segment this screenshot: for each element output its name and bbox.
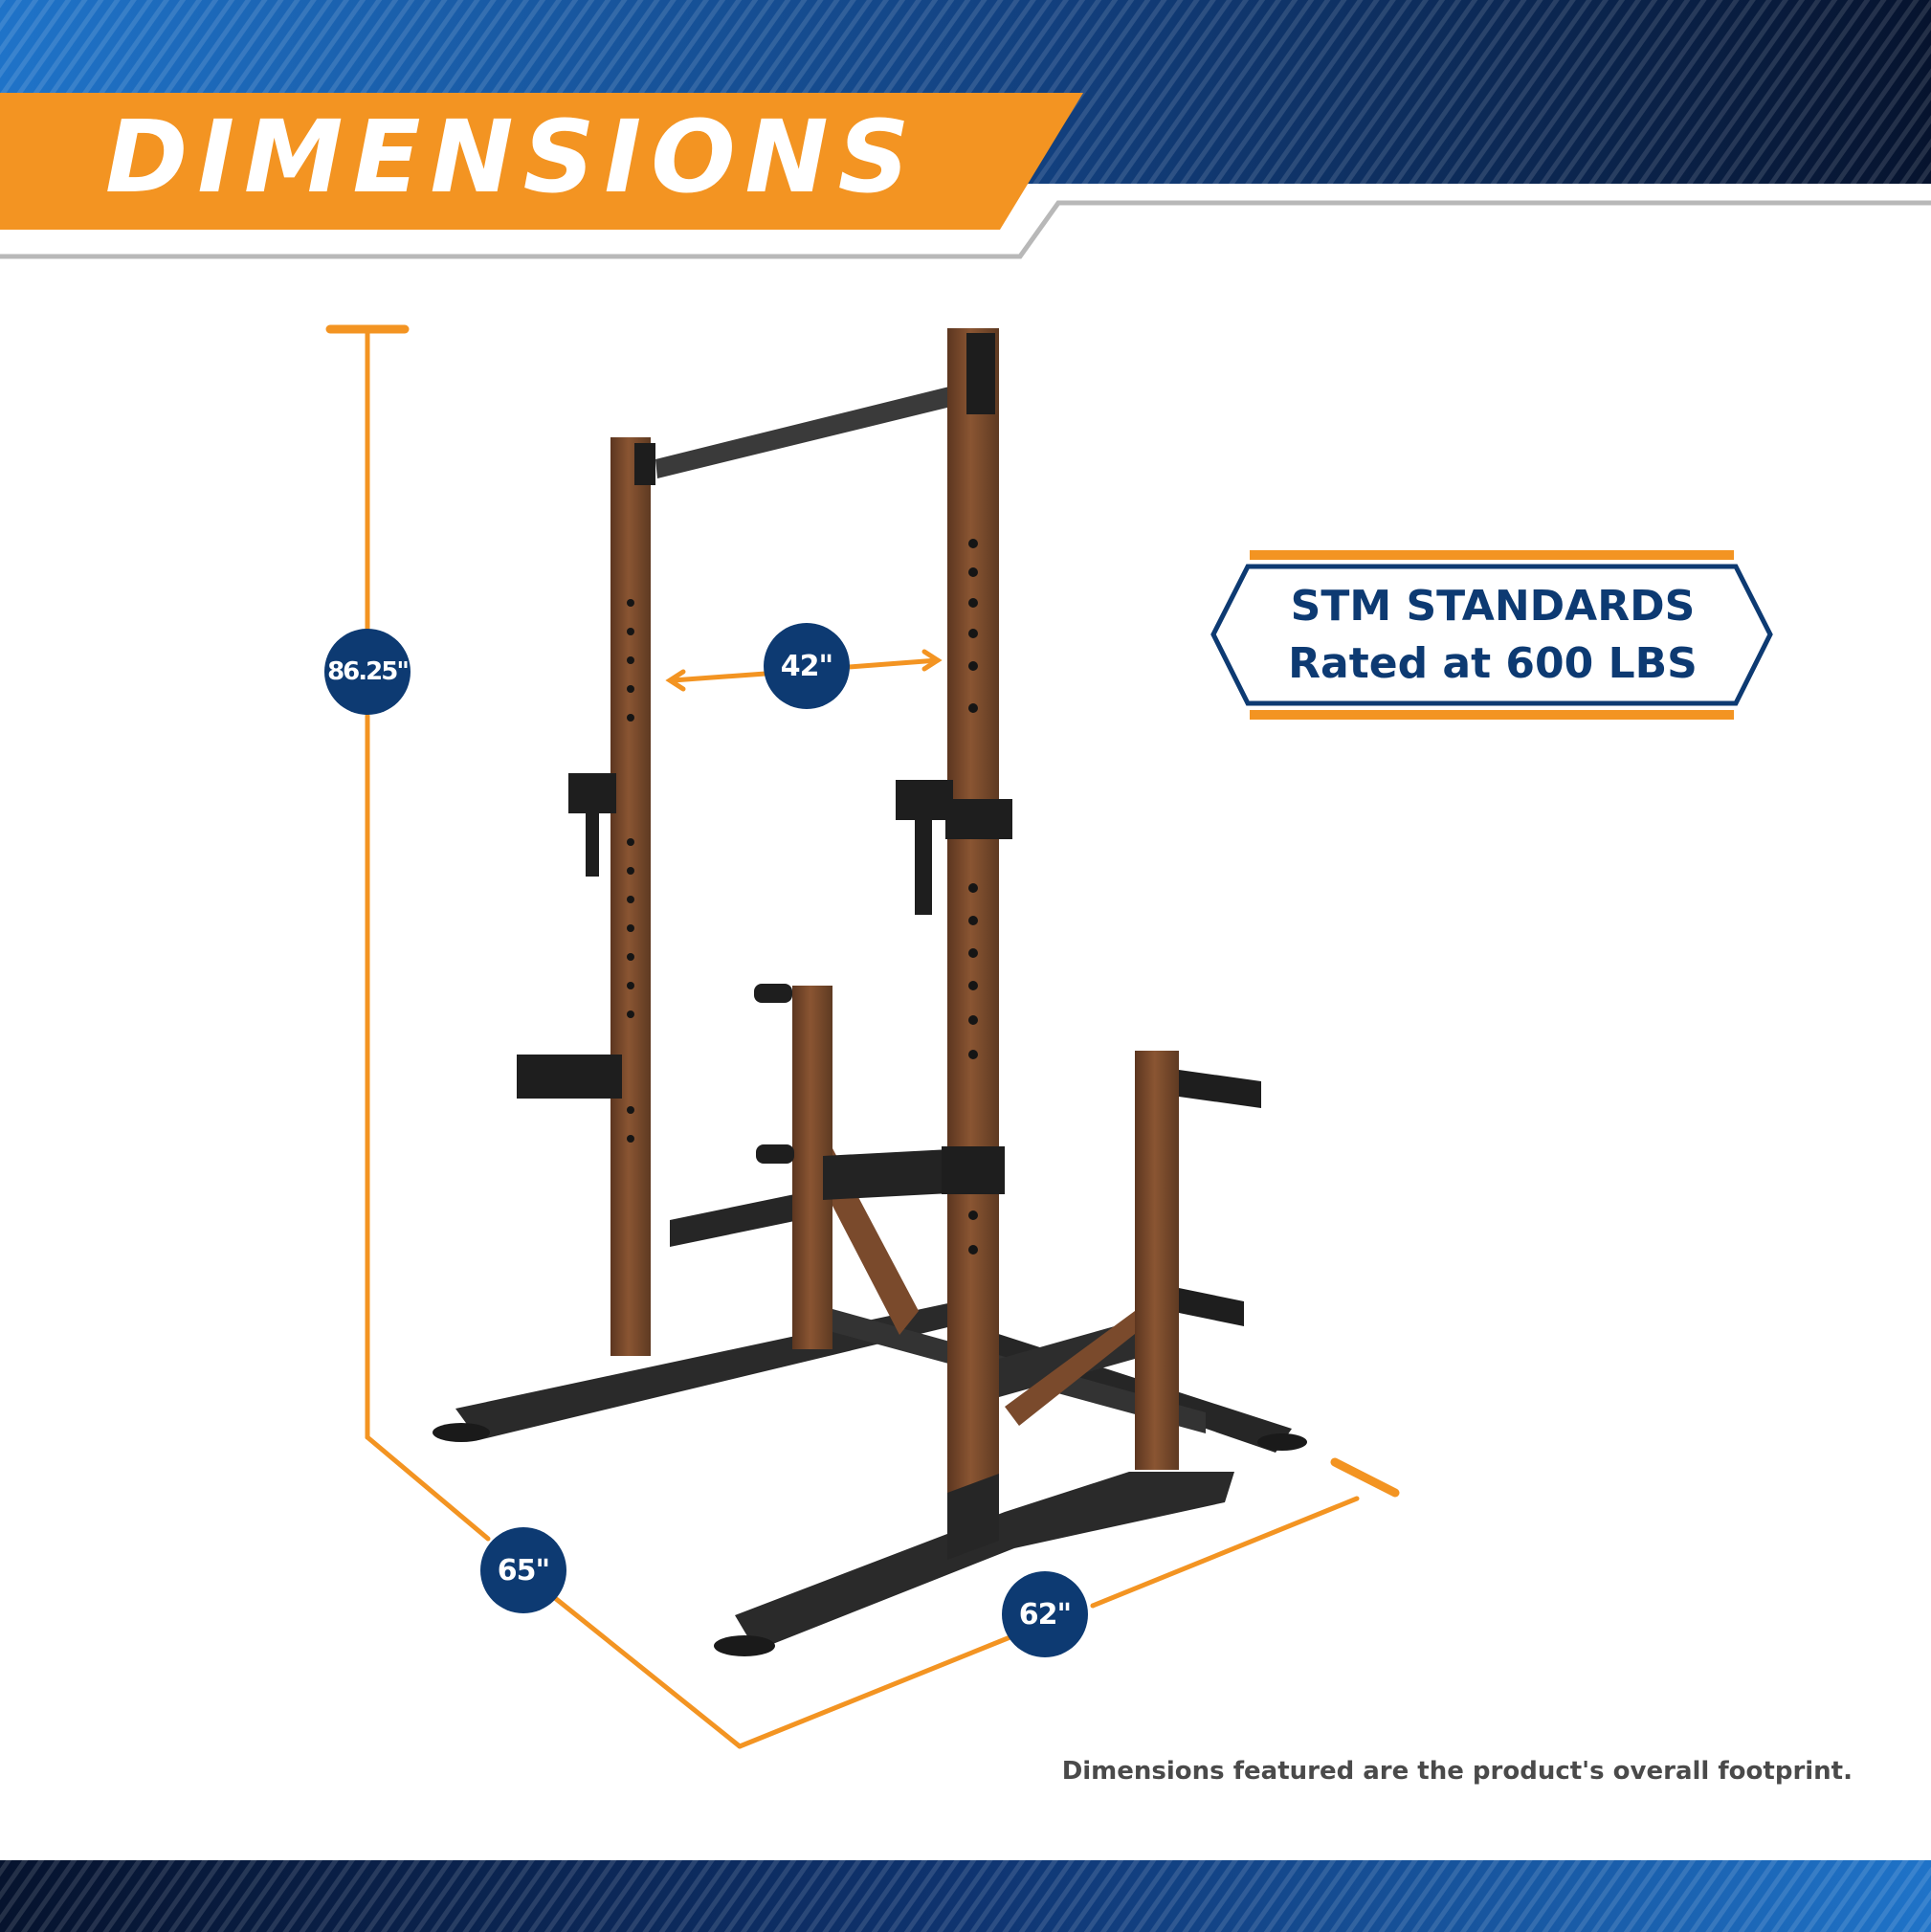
- page-title: DIMENSIONS: [105, 99, 920, 215]
- rating-line-1: STM STANDARDS: [1290, 582, 1696, 631]
- rating-line-2: Rated at 600 LBS: [1288, 639, 1698, 688]
- dimension-lines: [325, 324, 1400, 1749]
- rating-box: [1210, 550, 1773, 720]
- dimension-badge-height: 86.25": [324, 629, 411, 715]
- title-ribbon: [0, 93, 1083, 230]
- footnote: Dimensions featured are the product's ov…: [1061, 1757, 1853, 1786]
- footer-band: [0, 1860, 1931, 1932]
- header-banner: [0, 0, 1931, 259]
- dimension-badge-inner-width: 42": [764, 623, 850, 709]
- dimension-badge-width: 62": [1002, 1571, 1088, 1657]
- power-rack: [433, 328, 1307, 1656]
- dimension-badge-depth: 65": [480, 1527, 566, 1613]
